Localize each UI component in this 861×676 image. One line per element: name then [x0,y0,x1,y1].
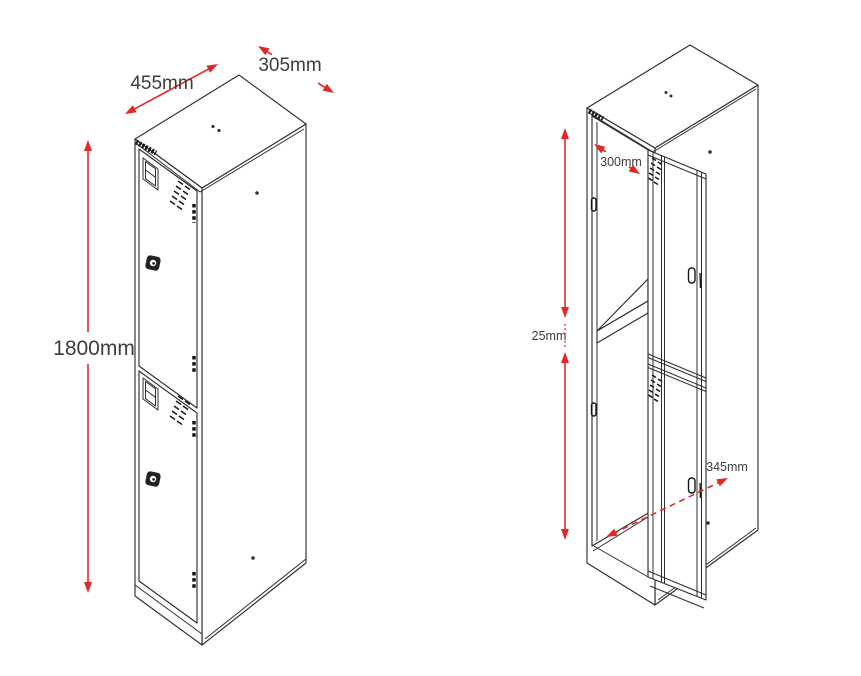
side-hole [255,191,259,195]
open-doors [647,149,707,609]
side-hole [251,556,255,560]
upper-door-panel [138,148,198,409]
interior-depth-label: 345mm [706,460,748,474]
side-panel [201,123,307,646]
vent-slots-icon [648,374,663,403]
upper-door [134,139,198,409]
top-hole [211,124,215,129]
cam-lock-icon [145,471,161,487]
top-vent-hatch-icon [587,108,605,122]
opening-width-dimension: 300mm [594,144,642,174]
shelf-thickness-label: 25mm [532,329,567,343]
top-hole [217,128,221,133]
vent-slots-icon [169,395,191,426]
bottom-rail-edge [591,544,651,579]
height-dimension: 1800mm [53,140,135,593]
vent-slots-icon [648,157,663,186]
door-bottom-flange [649,585,705,609]
depth-dimension: 305mm [258,46,334,93]
opening-width-label: 300mm [600,155,642,169]
floor-front-edge [592,516,649,552]
top-vent-hatch-icon [134,139,158,156]
depth-dimension-label: 305mm [258,55,321,76]
plinth-line [134,584,203,635]
card-holder-icon [142,377,159,411]
interior-depth-dimension: 345mm [606,460,748,537]
shelf-thickness-dimension: 25mm [532,128,569,540]
open-locker-view: 300mm 25mm 345mm [532,44,759,609]
closed-locker-view: 455mm 305mm 1800mm [53,46,334,646]
side-bottom-inner-edge [204,558,307,640]
height-dimension-label: 1800mm [53,337,135,360]
side-hole [708,150,712,154]
doorway-opening [587,108,651,579]
lower-door [138,370,198,624]
cam-lock-icon [145,255,161,271]
open-door-panel [647,149,707,601]
side-hole [706,521,710,525]
lock-catch-icon [590,197,597,212]
top-hole [664,91,668,94]
width-dimension-label: 455mm [130,73,193,94]
door-gap-lines [647,353,707,392]
top-hole [669,94,673,98]
card-holder-icon [142,157,159,191]
top-panel-inner-edge [136,128,305,193]
door-hasp-icon [687,267,702,289]
door-hasp-icon [687,477,702,499]
width-dimension: 455mm [125,64,218,114]
lock-catch-icon [590,402,597,417]
vent-slots-icon [169,180,191,211]
lower-door-panel [138,370,198,624]
